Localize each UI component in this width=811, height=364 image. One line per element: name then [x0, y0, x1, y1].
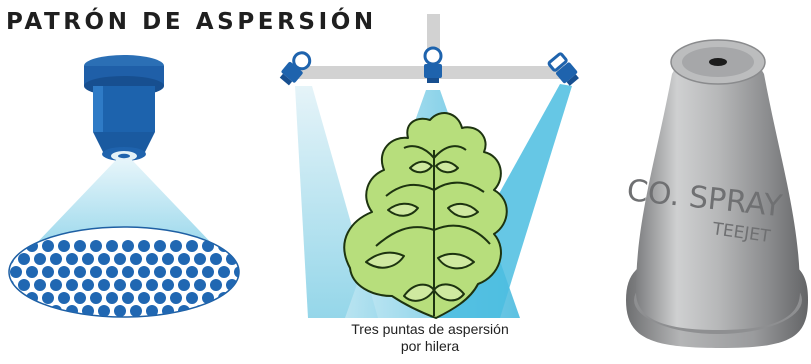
caption: Tres puntas de aspersión por hilera	[300, 321, 560, 355]
page-title: PATRÓN DE ASPERSIÓN	[6, 9, 377, 35]
plant-icon	[343, 112, 508, 319]
spray-nozzle-icon	[84, 55, 164, 161]
caption-line1: Tres puntas de aspersión	[351, 321, 509, 337]
spray-boom-icon	[279, 14, 579, 86]
spray-pattern	[8, 160, 240, 318]
boom-nozzle-right	[547, 52, 579, 86]
caption-line2: por hilera	[400, 338, 460, 354]
metal-nozzle-tip-icon: CO. SPRAY TEEJET	[625, 39, 808, 348]
boom-nozzle-left	[279, 51, 312, 86]
boom-nozzle-center	[423, 46, 443, 83]
